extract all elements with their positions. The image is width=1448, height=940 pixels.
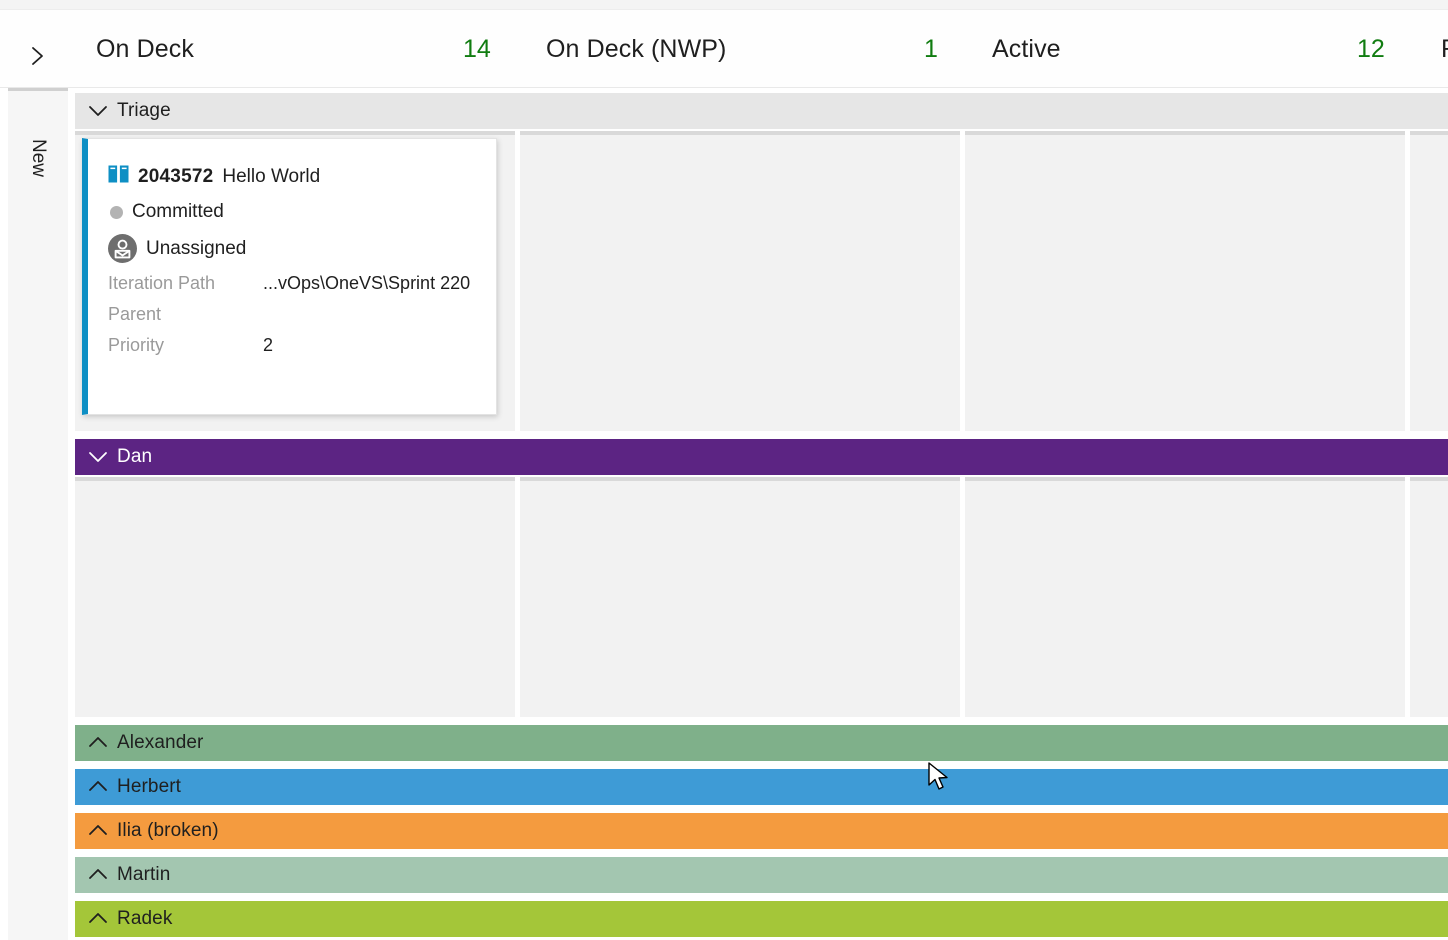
card-field-parent: Parent [88, 294, 496, 325]
chevron-up-icon[interactable] [87, 820, 109, 842]
left-rail-new-column[interactable]: New [8, 88, 68, 940]
drop-zone-lane0-col2[interactable] [965, 131, 1405, 431]
column-title: R [1441, 35, 1448, 64]
card-title-row: 2043572 Hello World [88, 139, 496, 188]
column-count-value: 12 [1357, 34, 1385, 63]
card-assignee-row[interactable]: Unassigned [88, 223, 496, 263]
swimlane-header-martin[interactable]: Martin [75, 857, 1448, 893]
column-header-1[interactable]: On Deck (NWP) [546, 10, 726, 88]
field-label: Iteration Path [108, 273, 216, 293]
drop-zone-lane1-col2[interactable] [965, 477, 1405, 717]
chevron-up-icon[interactable] [87, 732, 109, 754]
drop-zone-lane0-col1[interactable] [520, 131, 960, 431]
user-story-book-icon [108, 165, 129, 188]
left-rail-label: New [28, 138, 49, 178]
work-item-card[interactable]: 2043572 Hello World Committed Unassigned [82, 138, 497, 415]
column-header-3[interactable]: R [1441, 10, 1448, 88]
swimlane-header-dan[interactable]: Dan [75, 439, 1448, 475]
card-id: 2043572 [138, 165, 214, 187]
field-value: ...vOps\OneVS\Sprint 220 [263, 273, 471, 293]
swimlane-label: Alexander [117, 732, 204, 753]
swimlane-label: Martin [117, 864, 171, 885]
unassigned-avatar-icon [108, 234, 137, 263]
chevron-up-icon[interactable] [87, 908, 109, 930]
column-header-0[interactable]: On Deck [96, 10, 194, 88]
swimlane-body-1 [75, 477, 1448, 717]
drop-zone-lane0-col3[interactable] [1410, 131, 1448, 431]
column-title: On Deck [96, 34, 194, 63]
field-label: Parent [108, 304, 162, 324]
card-title: Hello World [222, 165, 321, 187]
column-title: On Deck (NWP) [546, 34, 727, 63]
swimlane-header-triage[interactable]: Triage [75, 93, 1448, 129]
column-header-row: On Deck 14 On Deck (NWP) 1 Active 12 R [0, 10, 1448, 88]
column-count-value: 1 [924, 34, 938, 63]
card-field-iteration-path: Iteration Path ...vOps\OneVS\Sprint 220 [88, 263, 496, 294]
expand-sidebar-button[interactable] [14, 38, 60, 74]
chevron-down-icon[interactable] [87, 100, 109, 122]
column-header-2[interactable]: Active [992, 10, 1061, 88]
card-state-row: Committed [88, 188, 496, 223]
swimlane-label: Ilia (broken) [117, 820, 219, 841]
swimlane-header-radek[interactable]: Radek [75, 901, 1448, 937]
column-count-2: 12 [1357, 10, 1385, 88]
card-field-priority: Priority 2 [88, 325, 496, 356]
drop-zone-lane1-col1[interactable] [520, 477, 960, 717]
swimlane-label: Radek [117, 908, 173, 929]
swimlane-label: Triage [117, 100, 171, 121]
swimlane-header-alexander[interactable]: Alexander [75, 725, 1448, 761]
card-assignee: Unassigned [146, 237, 247, 259]
swimlane-header-herbert[interactable]: Herbert [75, 769, 1448, 805]
swimlane-label: Herbert [117, 776, 182, 797]
drop-zone-lane1-col3[interactable] [1410, 477, 1448, 717]
chevron-down-icon[interactable] [87, 446, 109, 468]
swimlane-label: Dan [117, 446, 153, 467]
top-strip [0, 0, 1448, 10]
drop-zone-lane1-col0[interactable] [75, 477, 515, 717]
chevron-up-icon[interactable] [87, 864, 109, 886]
chevron-right-icon [26, 45, 48, 67]
column-title: Active [992, 34, 1061, 63]
card-state: Committed [132, 201, 224, 222]
state-dot-icon [110, 205, 123, 219]
swimlane-header-ilia-broken[interactable]: Ilia (broken) [75, 813, 1448, 849]
column-count-0: 14 [463, 10, 491, 88]
field-label: Priority [108, 335, 165, 355]
column-count-1: 1 [924, 10, 938, 88]
column-count-value: 14 [463, 34, 491, 63]
chevron-up-icon[interactable] [87, 776, 109, 798]
field-value: 2 [263, 335, 274, 355]
